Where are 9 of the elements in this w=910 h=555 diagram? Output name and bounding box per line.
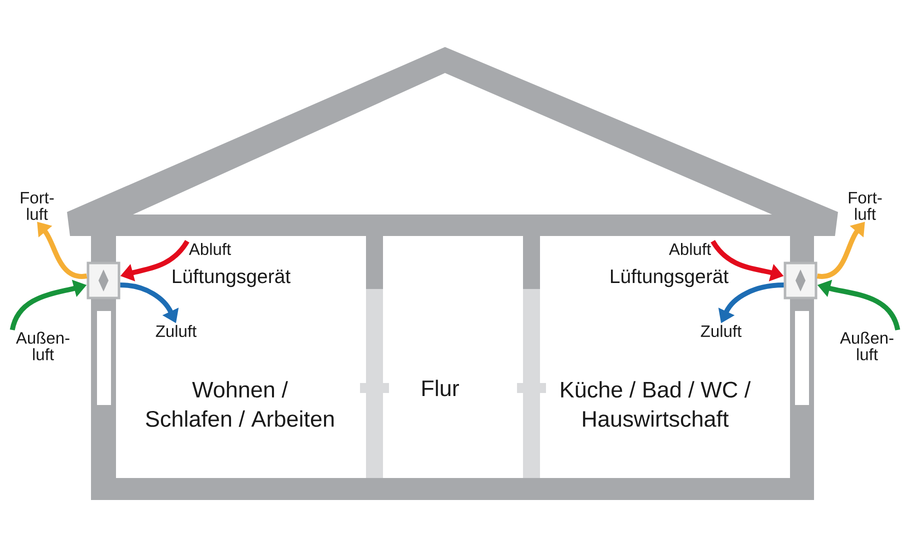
room-label: Küche / Bad / WC / Hauswirtschaft <box>561 381 751 427</box>
room-label: Wohnen / Schlafen / Arbeiten <box>146 381 334 427</box>
flow-label: Fort- luft <box>848 192 882 220</box>
room-label: Flur <box>422 380 459 396</box>
flow-label: Außen- luft <box>840 332 894 360</box>
unit-label: Lüftungsgerät <box>610 268 728 288</box>
flow-label: Fort- luft <box>20 192 54 220</box>
flow-label: Außen- luft <box>16 332 70 360</box>
unit-label: Lüftungsgerät <box>172 268 290 288</box>
